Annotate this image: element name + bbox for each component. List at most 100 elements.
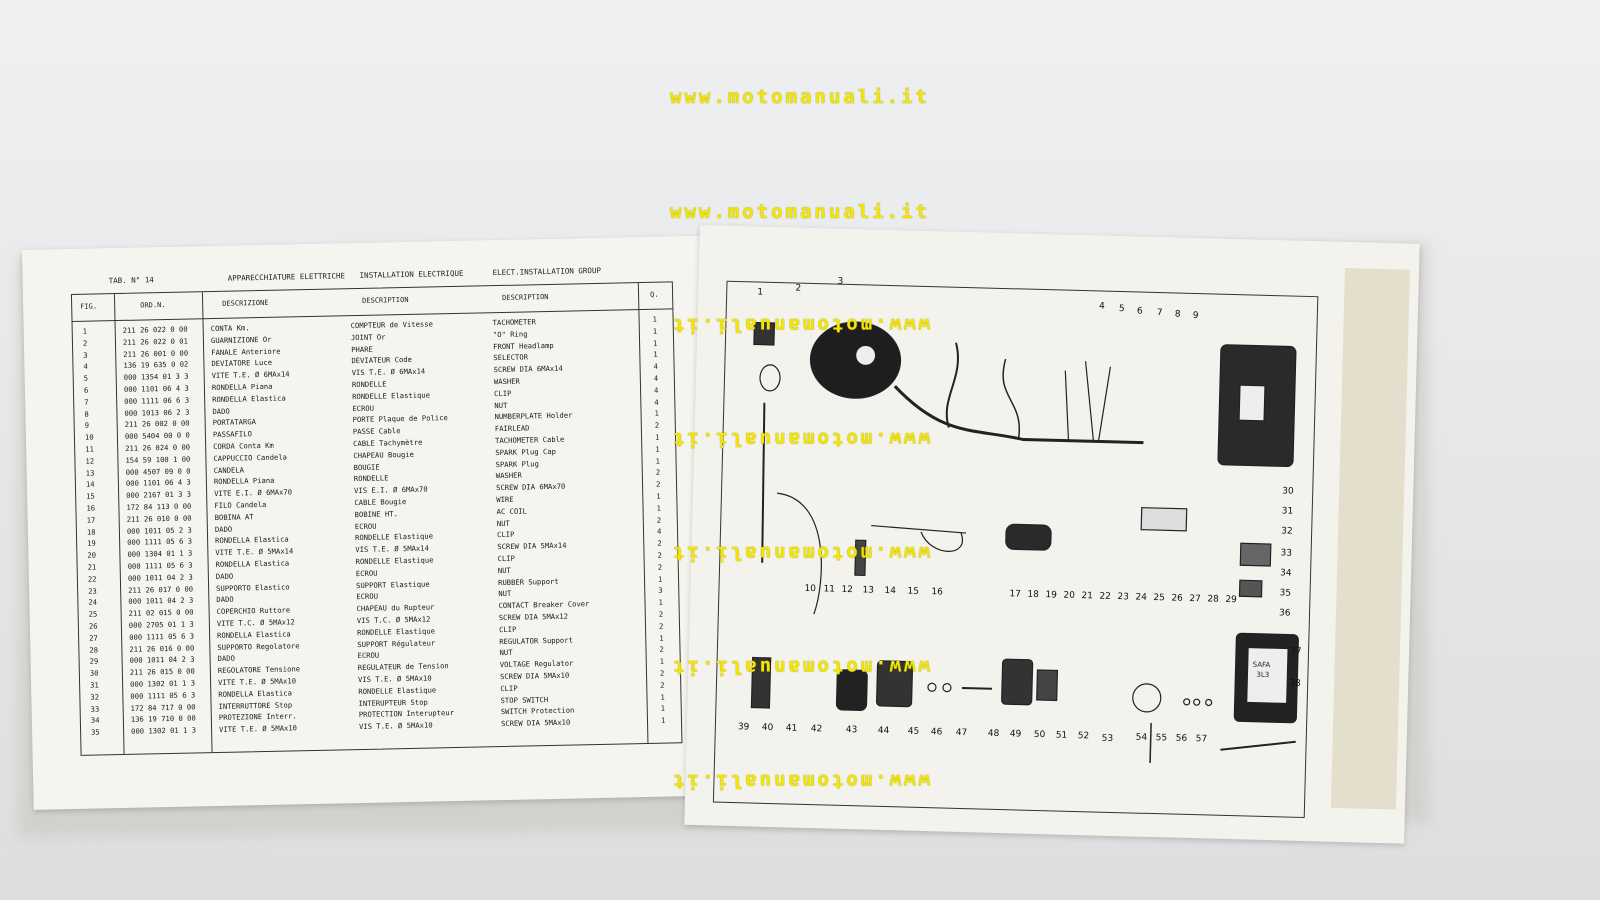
row-fig: 5 [83,373,89,383]
row-quantity: 4 [653,361,658,371]
row-description-fr: RONDELLE [351,379,387,390]
row-order-number: 000 1011 05 2 3 [126,525,192,536]
exploded-diagram: 1 2 3 4 5 6 7 8 9 10 11 12 13 14 15 16 1… [712,277,1319,819]
row-fig: 17 [86,515,96,525]
row-descrizione: PORTATARGA [212,417,257,428]
tab-number: TAB. N° 14 [108,275,154,286]
callout-number: 43 [845,724,858,736]
row-description-en: CLIP [500,683,518,693]
row-fig: 23 [88,586,97,596]
row-order-number: 000 1011 04 2 3 [127,572,193,583]
callout-number: 36 [1278,608,1291,619]
row-description-fr: CHAPEAU du Rupteur [356,602,435,614]
row-order-number: 000 1111 05 6 3 [130,690,196,701]
header-description-fr: DESCRIPTION [362,295,409,305]
row-quantity: 1 [657,574,663,584]
callout-number: 24 [1135,592,1147,603]
row-quantity: 2 [659,645,664,655]
row-descrizione: RONDELLA Elastica [217,629,291,640]
row-order-number: 211 26 016 0 00 [129,643,195,654]
row-description-en: RUBBER Support [497,576,559,587]
callout-number: 35 [1279,588,1292,599]
callout-number: 17 [1009,589,1022,600]
row-description-en: STOP SWITCH [500,694,549,705]
row-order-number: 000 1302 01 1 3 [131,725,197,737]
row-quantity: 4 [656,527,662,537]
row-description-fr: ECROU [355,568,378,578]
row-description-fr: SUPPORT Régulateur [357,638,436,649]
row-description-fr: ECROU [354,521,377,531]
row-quantity: 1 [659,633,664,643]
row-fig: 33 [90,704,100,714]
row-descrizione: SUPPORTO Regolatore [217,640,300,652]
row-description-en: AC COIL [496,506,527,516]
title-italian: APPARECCHIATURE ELETTRICHE [227,271,346,283]
row-order-number: 211 26 022 0 01 [122,336,188,347]
row-quantity: 1 [660,692,665,702]
row-descrizione: COPERCHIO Ruttore [216,605,291,617]
callout-number: 1 [757,287,764,298]
callout-number: 48 [987,728,1000,740]
callout-number: 3 [837,276,844,287]
row-fig: 2 [82,338,88,348]
callout-number: 10 [804,583,817,595]
row-order-number: 000 1011 04 2 3 [128,595,194,607]
row-fig: 26 [88,621,98,631]
row-descrizione: BOBINA AT [214,512,254,522]
row-fig: 13 [85,468,95,478]
row-description-fr: RONDELLE Elastique [358,685,437,696]
row-fig: 6 [83,385,89,395]
row-description-en: CLIP [496,530,515,540]
row-description-en: NUT [498,589,512,599]
header-qty: Q. [649,290,659,299]
row-description-fr: ECROU [352,403,375,413]
row-fig: 25 [88,609,98,619]
callout-number: 15 [907,586,920,597]
row-fig: 18 [86,527,96,537]
row-quantity: 2 [656,515,662,525]
row-descrizione: RONDELLA Piana [213,476,275,487]
row-descrizione: RONDELLA Piana [211,381,273,393]
row-description-en: WASHER [495,470,522,481]
callout-number: 29 [1225,594,1237,606]
row-quantity: 1 [653,350,658,360]
callout-number: 47 [955,727,968,739]
watermark: www.motomanuali.it [670,770,930,792]
row-fig: 32 [90,692,100,702]
row-descrizione: VITE T.E. Ø 5MAx10 [218,723,298,735]
row-order-number: 172 84 717 0 00 [130,702,196,713]
row-descrizione: VITE T.E. Ø 6MAx14 [211,369,290,381]
row-description-fr: RONDELLE Elastique [356,626,436,637]
row-order-number: 211 26 010 0 00 [126,513,192,524]
row-quantity: 4 [653,373,659,383]
callout-number: 12 [841,584,854,596]
callout-number: 25 [1153,592,1165,604]
callout-number: 21 [1081,591,1093,602]
callout-number: 20 [1063,590,1076,601]
row-fig: 7 [84,397,89,407]
row-description-fr: INTERUPTEUR Stop [358,697,428,708]
diagram-drawing [750,321,1299,763]
row-quantity: 2 [660,680,665,690]
row-order-number: 000 4507 09 0 0 [125,466,191,477]
callout-number: 4 [1098,301,1105,312]
row-description-fr: CHAPEAU Bougie [353,449,415,460]
callout-number: 40 [761,722,774,734]
row-quantity: 1 [652,338,658,348]
row-order-number: 000 1101 06 4 3 [125,477,191,489]
row-fig: 35 [91,727,100,737]
row-description-en: NUMBERPLATE Holder [494,410,573,422]
row-fig: 4 [83,362,88,372]
watermark: www.motomanuali.it [670,314,930,336]
row-order-number: 000 2705 01 1 3 [128,619,194,630]
row-descrizione: FILO Candela [214,499,267,511]
callout-number: 13 [862,585,875,596]
row-fig: 27 [89,633,98,643]
row-description-en: SWITCH Protection [500,705,575,717]
row-description-fr: PROTECTION Interupteur [358,708,455,720]
row-description-fr: BOBINE HT. [354,508,398,519]
row-order-number: 000 2167 01 3 3 [126,489,192,501]
row-description-fr: RONDELLE Elastique [355,531,434,543]
callout-number: 50 [1033,729,1046,741]
callout-number: 41 [785,723,798,734]
